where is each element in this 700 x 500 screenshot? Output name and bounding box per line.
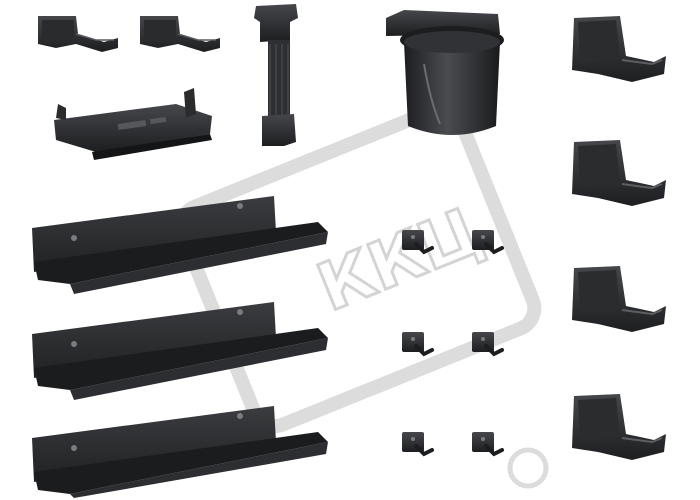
headphone-hook	[572, 394, 666, 460]
small-hook	[402, 332, 434, 357]
small-hook	[472, 332, 504, 357]
headphone-hook	[572, 140, 666, 206]
charger-clamp	[254, 4, 298, 146]
wall-shelf	[32, 196, 328, 294]
small-hook	[402, 432, 434, 457]
wall-shelf	[32, 406, 328, 498]
hook-holder	[38, 16, 118, 52]
cup-holder	[386, 10, 504, 135]
device-tray	[54, 88, 212, 160]
small-hook	[402, 230, 434, 255]
watermark-mark-circle	[507, 447, 549, 489]
headphone-hook	[572, 16, 666, 82]
watermark-text: ККЦ	[307, 192, 493, 327]
hook-holder	[140, 16, 220, 52]
wall-shelf	[32, 302, 328, 400]
small-hook	[472, 432, 504, 457]
headphone-hook	[572, 266, 666, 332]
small-hook	[472, 230, 504, 255]
